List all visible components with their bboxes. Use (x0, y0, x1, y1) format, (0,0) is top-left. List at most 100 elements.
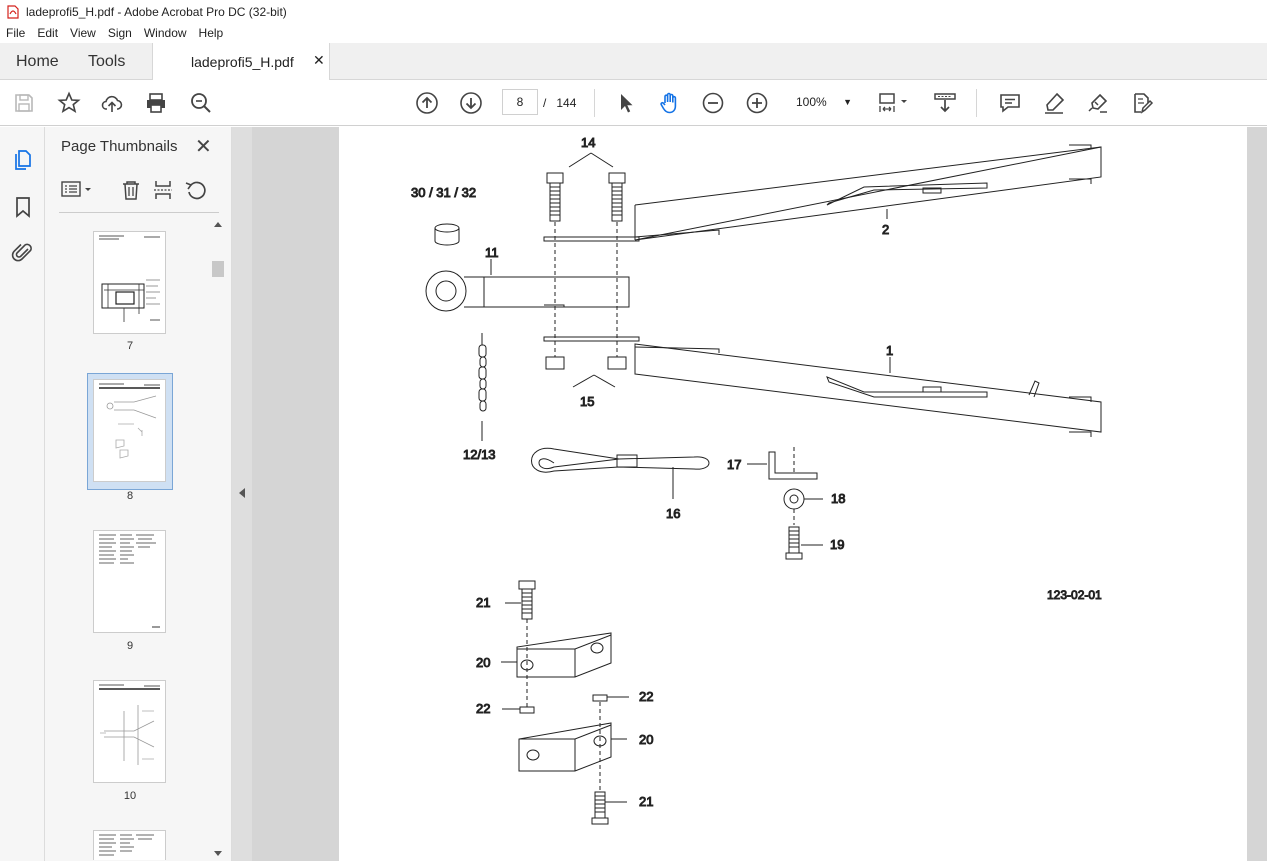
page-fit-icon[interactable] (877, 91, 913, 115)
chevron-down-icon: ▼ (843, 97, 852, 107)
label-16: 16 (666, 506, 680, 521)
thumbnail-preview (99, 534, 160, 628)
washer (783, 488, 805, 510)
page-total: / 144 (543, 96, 576, 110)
drawbar-arm-lower (634, 343, 1102, 437)
menu-view[interactable]: View (70, 26, 96, 40)
tab-home[interactable]: Home (16, 53, 59, 70)
hand-tool-icon[interactable] (657, 91, 681, 115)
save-icon[interactable] (12, 91, 36, 115)
clamp-plate-lower (543, 336, 640, 342)
zoom-out-icon[interactable] (701, 91, 725, 115)
thumbnail-preview (99, 684, 160, 765)
panel-tools (61, 181, 206, 200)
label-2: 2 (882, 222, 889, 237)
menu-help[interactable]: Help (198, 26, 224, 40)
page-separator: / (543, 96, 547, 110)
toolbar: 8 / 144 100% ▼ (0, 80, 1267, 126)
angle-pin (768, 447, 818, 480)
fill-sign-icon[interactable] (1130, 91, 1154, 115)
thumbnail-label: 10 (123, 790, 137, 802)
toolbar-divider (594, 89, 595, 117)
drawing-reference: 123-02-01 (1047, 588, 1102, 602)
label-19: 19 (830, 537, 844, 552)
page-number-input[interactable]: 8 (502, 89, 538, 115)
print-icon[interactable] (144, 91, 168, 115)
menu-sign[interactable]: Sign (107, 26, 132, 40)
zoom-select[interactable]: 100% ▼ (788, 89, 858, 115)
pdf-file-icon (7, 4, 19, 19)
label-30-31-32: 30 / 31 / 32 (411, 185, 476, 200)
zoom-search-icon[interactable] (189, 91, 213, 115)
label-15: 15 (580, 394, 594, 409)
tab-tools[interactable]: Tools (88, 53, 126, 70)
highlight-pen-icon[interactable] (1042, 91, 1066, 115)
label-14: 14 (581, 135, 595, 150)
leader-lines (481, 152, 891, 803)
wire-rope-loop (531, 447, 710, 499)
label-21-lower: 21 (639, 794, 653, 809)
previous-page-icon[interactable] (415, 91, 439, 115)
tab-document[interactable]: ladeprofi5_H.pdf ✕ (152, 43, 330, 81)
label-22-upper: 22 (476, 701, 490, 716)
thumbnail-preview (99, 235, 160, 322)
thumbnail-page-8[interactable] (93, 379, 166, 482)
towing-eye (425, 270, 630, 312)
window-title: ladeprofi5_H.pdf - Adobe Acrobat Pro DC … (26, 4, 287, 19)
parts-drawing: 14 30 / 31 / 32 11 2 1 15 12/13 16 17 18… (411, 135, 1103, 825)
label-21-upper: 21 (476, 595, 490, 610)
next-page-icon[interactable] (459, 91, 483, 115)
zoom-value: 100% (796, 95, 827, 109)
label-18: 18 (831, 491, 845, 506)
document-viewer[interactable]: 14 30 / 31 / 32 11 2 1 15 12/13 16 17 18… (252, 127, 1267, 861)
draw-pen-icon[interactable] (1086, 91, 1110, 115)
zoom-in-icon[interactable] (745, 91, 769, 115)
label-12-13: 12/13 (463, 447, 496, 462)
screw-19 (785, 509, 803, 560)
label-11: 11 (485, 245, 499, 260)
thumbnails-panel: Page Thumbnails ✕ 7 (45, 127, 232, 861)
menu-window[interactable]: Window (143, 26, 187, 40)
thumbnail-options-icon[interactable] (61, 181, 91, 197)
bracket-lower (518, 694, 612, 825)
tab-document-label: ladeprofi5_H.pdf (191, 54, 294, 70)
panel-title: Page Thumbnails (61, 138, 178, 155)
label-20-lower: 20 (639, 732, 653, 747)
drawbar-arm-upper (634, 144, 1102, 241)
clamp-plate-upper (543, 236, 640, 242)
rotate-page-icon[interactable] (185, 181, 206, 200)
scroll-mode-icon[interactable] (933, 91, 957, 115)
collapse-arrow-icon (239, 488, 245, 498)
star-icon[interactable] (57, 91, 81, 115)
upload-cloud-icon[interactable] (100, 91, 124, 115)
toolbar-divider (976, 89, 977, 117)
attachment-icon[interactable] (11, 240, 35, 264)
select-cursor-icon[interactable] (614, 91, 638, 115)
close-tab-icon[interactable]: ✕ (313, 52, 325, 68)
menu-bar: File Edit View Sign Window Help (0, 23, 1267, 43)
thumbnail-preview (99, 834, 154, 856)
thumbnail-label: 8 (126, 490, 134, 502)
panel-collapse-bar[interactable] (232, 127, 252, 861)
thumbnail-page-10[interactable] (93, 680, 166, 783)
menu-edit[interactable]: Edit (37, 26, 59, 40)
bracket-upper (516, 580, 612, 714)
title-bar: ladeprofi5_H.pdf - Adobe Acrobat Pro DC … (0, 0, 1267, 23)
close-panel-icon[interactable]: ✕ (195, 136, 212, 158)
thumbnail-page-11[interactable] (93, 830, 166, 860)
insert-pages-icon[interactable] (154, 181, 172, 199)
thumbnail-page-9[interactable] (93, 530, 166, 633)
pdf-page: 14 30 / 31 / 32 11 2 1 15 12/13 16 17 18… (339, 127, 1247, 861)
comment-icon[interactable] (998, 91, 1022, 115)
delete-page-icon[interactable] (123, 181, 139, 200)
menu-file[interactable]: File (6, 26, 26, 40)
thumbnail-page-7[interactable] (93, 231, 166, 334)
navigation-rail (0, 127, 45, 861)
bookmark-icon[interactable] (11, 195, 35, 219)
page-thumbnails-icon[interactable] (11, 148, 35, 172)
thumbnail-scrollbar[interactable] (211, 219, 225, 859)
label-22-lower: 22 (639, 689, 653, 704)
thumbnail-preview (99, 383, 160, 459)
thumbnail-label: 7 (126, 340, 134, 352)
label-1: 1 (886, 343, 893, 358)
